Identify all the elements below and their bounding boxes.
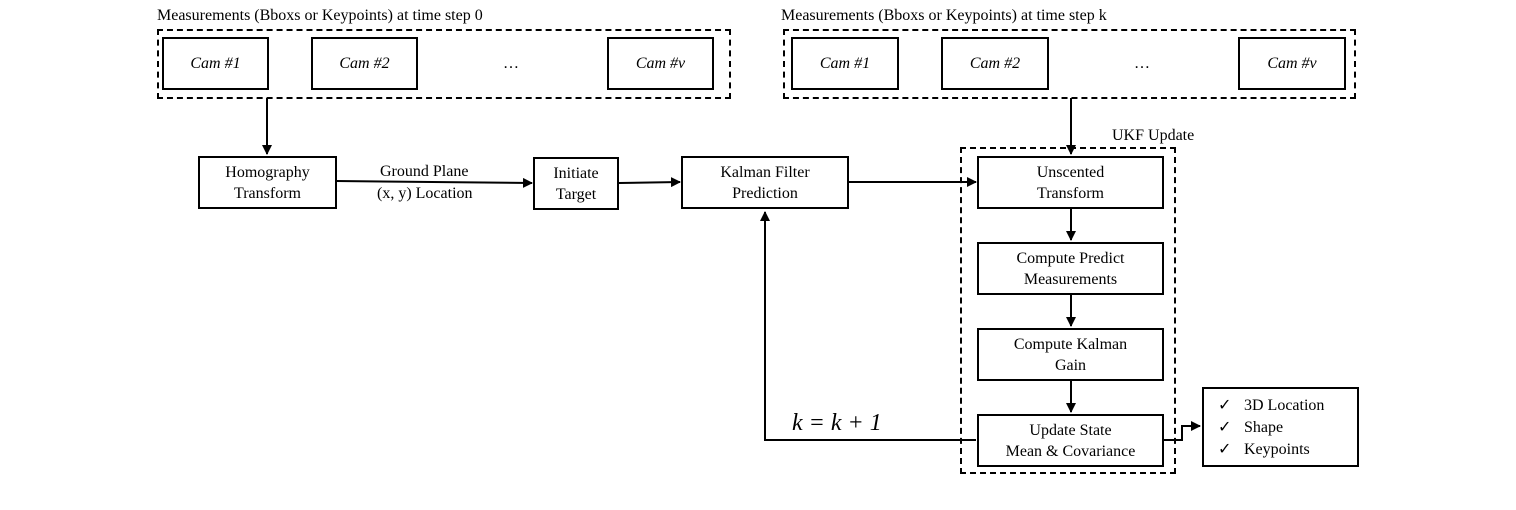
check-icon: ✓ <box>1218 419 1232 436</box>
outputs-box: ✓ 3D Location ✓ Shape ✓ Keypoints <box>1202 387 1359 467</box>
compute-kalman-gain-block: Compute Kalman Gain <box>977 328 1164 381</box>
block-line: Prediction <box>732 184 798 202</box>
measurements-t0-title: Measurements (Bboxs or Keypoints) at tim… <box>157 7 483 24</box>
arrow-homography-to-initiate <box>335 177 533 188</box>
xy-location-label: (x, y) Location <box>377 185 473 202</box>
output-item: ✓ Shape <box>1218 417 1357 439</box>
block-line: Mean & Covariance <box>1005 442 1136 460</box>
block-line: Transform <box>234 184 301 202</box>
cam-ellipsis-t0: … <box>503 55 519 72</box>
output-label: Keypoints <box>1244 441 1310 458</box>
block-line: Homography <box>225 163 310 181</box>
loop-increment-label: k = k + 1 <box>792 410 882 436</box>
measurements-t0-group <box>157 29 731 99</box>
block-line: Compute Kalman <box>1013 335 1128 353</box>
cam-1-t0: Cam #1 <box>162 37 269 90</box>
output-label: Shape <box>1244 419 1284 436</box>
block-line: Target <box>555 185 597 203</box>
block-line: Transform <box>1037 184 1104 202</box>
block-line: Kalman Filter <box>720 163 810 181</box>
arrow-update-loop-back <box>760 211 976 441</box>
output-item: ✓ 3D Location <box>1218 395 1357 417</box>
cam-v-t0: Cam #v <box>607 37 714 90</box>
check-icon: ✓ <box>1218 397 1232 414</box>
ukf-update-group <box>960 147 1176 474</box>
initiate-target-block: Initiate Target <box>533 157 619 210</box>
block-line: Gain <box>1054 356 1087 374</box>
cam-2-tk: Cam #2 <box>941 37 1049 90</box>
block-line: Update State <box>1029 421 1112 439</box>
arrow-update-to-outputs <box>1164 421 1201 441</box>
output-label: 3D Location <box>1244 397 1325 414</box>
block-line: Unscented <box>1036 163 1105 181</box>
update-state-block: Update State Mean & Covariance <box>977 414 1164 467</box>
cam-ellipsis-tk: … <box>1134 55 1150 72</box>
cam-label: Cam #v <box>635 55 686 72</box>
cam-label: Cam #1 <box>190 55 241 72</box>
block-line: Initiate <box>553 164 599 182</box>
cam-1-tk: Cam #1 <box>791 37 899 90</box>
block-line: Compute Predict <box>1016 249 1125 267</box>
cam-label: Cam #1 <box>819 55 871 72</box>
ground-plane-label: Ground Plane <box>380 163 469 180</box>
cam-label: Cam #2 <box>969 55 1021 72</box>
compute-predict-measurements-block: Compute Predict Measurements <box>977 242 1164 295</box>
arrow-initiate-to-kalman <box>618 177 681 188</box>
measurements-tk-group <box>783 29 1356 99</box>
cam-v-tk: Cam #v <box>1238 37 1346 90</box>
output-item: ✓ Keypoints <box>1218 439 1357 461</box>
kalman-filter-prediction-block: Kalman Filter Prediction <box>681 156 849 209</box>
cam-label: Cam #v <box>1267 55 1317 72</box>
cam-2-t0: Cam #2 <box>311 37 418 90</box>
cam-label: Cam #2 <box>339 55 390 72</box>
unscented-transform-block: Unscented Transform <box>977 156 1164 209</box>
measurements-tk-title: Measurements (Bboxs or Keypoints) at tim… <box>781 7 1107 24</box>
ukf-update-label: UKF Update <box>1112 127 1195 144</box>
check-icon: ✓ <box>1218 441 1232 458</box>
homography-transform-block: Homography Transform <box>198 156 337 209</box>
block-line: Measurements <box>1023 270 1118 288</box>
